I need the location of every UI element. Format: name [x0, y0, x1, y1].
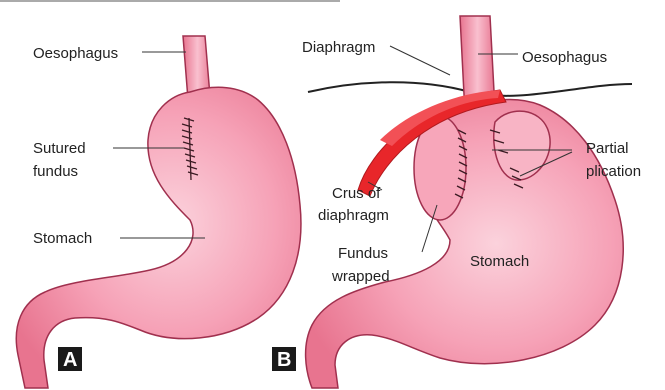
stomach-b	[306, 99, 624, 388]
leader-diaphragm	[390, 46, 450, 75]
label-diaphragm: Diaphragm	[302, 39, 375, 56]
label-fundus-a: fundus	[33, 163, 78, 180]
panel-letter-a: A	[63, 349, 77, 371]
label-diaphragm-crus: diaphragm	[318, 207, 389, 224]
label-crus-of: Crus of	[332, 185, 381, 202]
label-plication: plication	[586, 163, 641, 180]
label-partial: Partial	[586, 140, 629, 157]
label-oesophagus-a: Oesophagus	[33, 45, 118, 62]
panel-a: Oesophagus Sutured fundus Stomach A	[16, 36, 301, 388]
panel-b: Diaphragm Oesophagus Partial plication C…	[272, 16, 641, 388]
label-oesophagus-b: Oesophagus	[522, 49, 607, 66]
panel-letter-b: B	[277, 349, 291, 371]
label-stomach-b: Stomach	[470, 253, 529, 270]
label-stomach-a: Stomach	[33, 230, 92, 247]
label-fundus: Fundus	[338, 245, 388, 262]
label-sutured-a: Sutured	[33, 140, 86, 157]
label-wrapped: wrapped	[331, 268, 390, 285]
